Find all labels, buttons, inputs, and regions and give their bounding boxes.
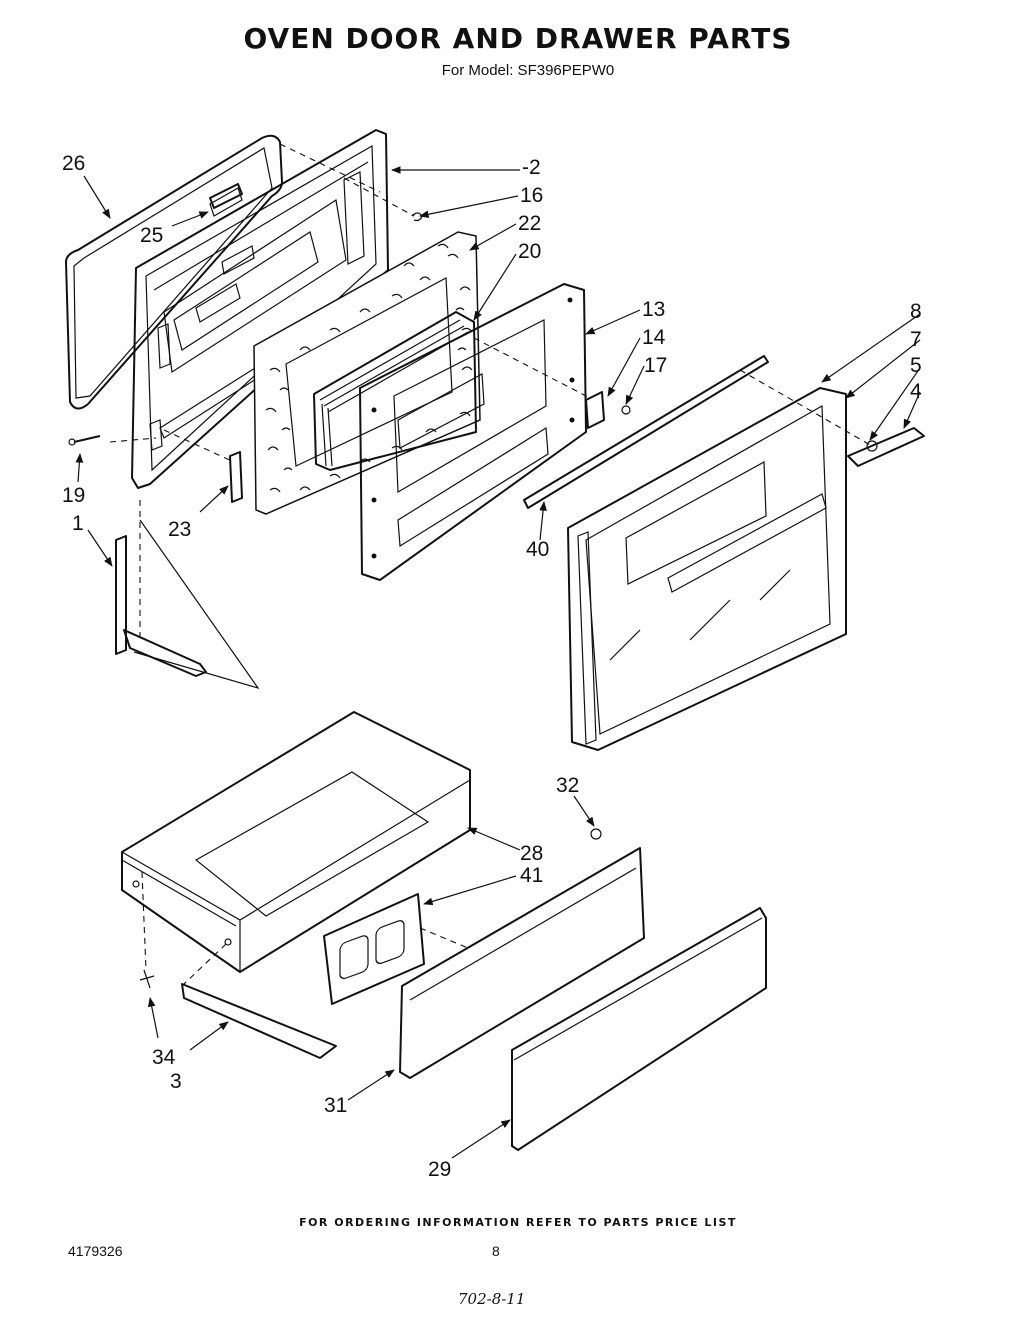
callout-4: 4 — [910, 380, 922, 403]
callout-14: 14 — [642, 326, 666, 349]
callout-labels: 26 -2 16 22 20 25 13 14 17 8 7 5 4 19 23… — [62, 152, 922, 1181]
drawer-plate-part — [323, 893, 425, 1005]
callout-40: 40 — [526, 538, 549, 561]
page-title: OVEN DOOR AND DRAWER PARTS — [243, 22, 793, 55]
callout-23: 23 — [168, 518, 191, 541]
drawer-part — [121, 711, 471, 973]
callout-22: 22 — [518, 212, 541, 235]
callout-1: 1 — [72, 512, 84, 535]
handle-part — [847, 427, 925, 467]
callout-31: 31 — [324, 1094, 347, 1117]
callout-8: 8 — [910, 300, 922, 323]
leader-lines — [75, 166, 921, 1159]
callout-7: 7 — [910, 328, 922, 351]
callout-3: 3 — [170, 1070, 182, 1093]
drawer-slide-part — [139, 828, 602, 1059]
hinge-bracket-part — [585, 391, 631, 429]
callout-28: 28 — [520, 842, 543, 865]
callout-20: 20 — [518, 240, 541, 263]
callout-17: 17 — [644, 354, 667, 377]
door-gasket-part — [65, 134, 283, 410]
callout-26: 26 — [62, 152, 85, 175]
callout-41: 41 — [520, 864, 543, 887]
assembly-lines — [109, 143, 873, 985]
callout-29: 29 — [428, 1158, 451, 1181]
drawer-face-part — [511, 907, 767, 1151]
callout-5: 5 — [910, 354, 922, 377]
hinge-part — [115, 535, 207, 677]
outer-door-part — [567, 387, 847, 751]
callout-34: 34 — [152, 1046, 176, 1069]
door-frame-part — [359, 283, 587, 581]
callout-25: 25 — [140, 224, 163, 247]
ordering-note: FOR ORDERING INFORMATION REFER TO PARTS … — [299, 1216, 737, 1229]
callout-32: 32 — [556, 774, 579, 797]
callout-19: 19 — [62, 484, 85, 507]
callout-16: 16 — [520, 184, 543, 207]
model-subtitle: For Model: SF396PEPW0 — [441, 62, 615, 79]
drawer-front-panel-part — [399, 847, 645, 1079]
handwritten-note: 702-8-11 — [458, 1290, 526, 1308]
rod-part — [523, 355, 769, 509]
document-number: 4179326 — [68, 1243, 123, 1259]
callout-13: 13 — [642, 298, 665, 321]
callout-2: -2 — [522, 156, 541, 179]
page-number: 8 — [492, 1243, 500, 1259]
